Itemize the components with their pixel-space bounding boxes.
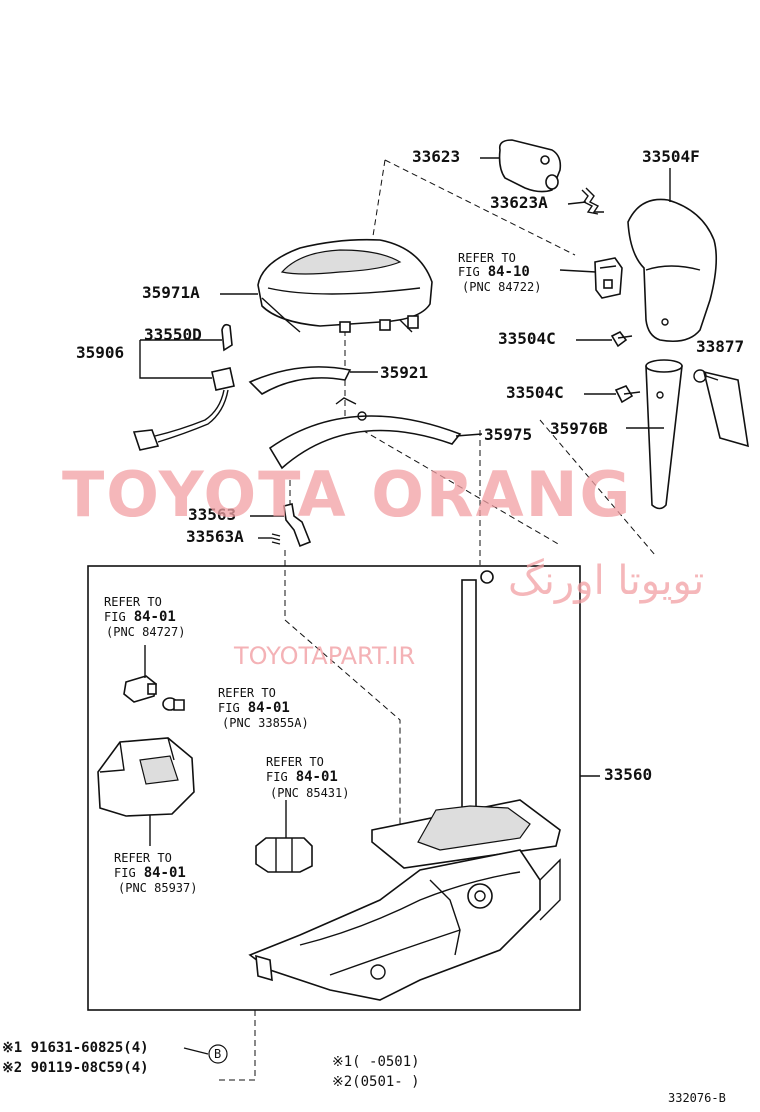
circle-b-marker: [208, 1044, 228, 1064]
label-35906: 35906: [76, 343, 124, 362]
svg-text:REFER TO: REFER TO: [266, 755, 324, 769]
label-35971A: 35971A: [142, 283, 200, 302]
part-85937-solenoid-bracket: [97, 737, 195, 846]
watermark-website: TOYOTAPART.IR: [233, 642, 415, 670]
part-33504C-screw-upper: [610, 330, 633, 348]
serial-note-2: ※2(0501- ): [332, 1074, 420, 1090]
svg-text:(PNC 84722): (PNC 84722): [462, 280, 541, 294]
part-33560-shift-lever-assembly: [248, 570, 561, 1001]
label-33563: 33563: [188, 505, 236, 524]
part-33855A-bulb: [162, 697, 185, 711]
watermark-persian: تویوتا اورنگ: [508, 558, 704, 604]
part-33504F-shift-knob: [627, 198, 718, 343]
part-33550D-bulb: [221, 323, 233, 352]
bolt-spec-2: ※2 90119-08C59(4): [2, 1060, 149, 1076]
svg-text:REFER TO: REFER TO: [458, 251, 516, 265]
label-33504F: 33504F: [642, 147, 700, 166]
svg-text:(PNC 85431): (PNC 85431): [270, 786, 349, 800]
bolt-spec-1: ※1 91631-60825(4): [2, 1040, 149, 1056]
part-33563-pin: [283, 503, 312, 548]
part-85431-solenoid: [255, 800, 313, 873]
leader-lines: [139, 157, 719, 1055]
serial-note-1: ※1( -0501): [332, 1054, 420, 1070]
label-33623: 33623: [412, 147, 460, 166]
label-33560: 33560: [604, 765, 652, 784]
part-33623A-spring: [581, 187, 604, 215]
label-33877: 33877: [696, 337, 744, 356]
part-33877-label-tag: [693, 369, 749, 448]
svg-text:(PNC 84727): (PNC 84727): [106, 625, 185, 639]
svg-text:REFER TO: REFER TO: [218, 686, 276, 700]
svg-text:REFER TO: REFER TO: [114, 851, 172, 865]
part-33623-plug: [498, 139, 562, 193]
part-35976B-knob-sleeve: [645, 359, 683, 510]
part-84727-switch: [123, 645, 157, 703]
label-35975: 35975: [484, 425, 532, 444]
part-35906-wire-harness: [132, 367, 235, 451]
svg-text:(PNC 85937): (PNC 85937): [118, 881, 197, 895]
part-35975-slide-cover: [268, 397, 462, 470]
part-33563A-spring: [271, 533, 281, 545]
svg-text:(PNC 33855A): (PNC 33855A): [222, 716, 309, 730]
part-84722-switch: [594, 257, 623, 299]
label-33623A: 33623A: [490, 193, 548, 212]
label-33550D: 33550D: [144, 325, 202, 344]
watermark-brand: TOYOTA ORANG: [62, 458, 632, 531]
part-35971A-position-indicator-housing: [257, 238, 433, 333]
label-33504C-upper: 33504C: [498, 329, 556, 348]
assembly-box-33560: [87, 565, 581, 1011]
drawing-number: 332076-B: [668, 1091, 726, 1105]
label-35921: 35921: [380, 363, 428, 382]
svg-text:REFER TO: REFER TO: [104, 595, 162, 609]
part-35921-plate: [248, 366, 352, 396]
label-33563A: 33563A: [186, 527, 244, 546]
label-33504C-lower: 33504C: [506, 383, 564, 402]
part-33504C-screw-lower: [614, 385, 641, 404]
circle-b-label: B: [214, 1047, 221, 1061]
label-35976B: 35976B: [550, 419, 608, 438]
